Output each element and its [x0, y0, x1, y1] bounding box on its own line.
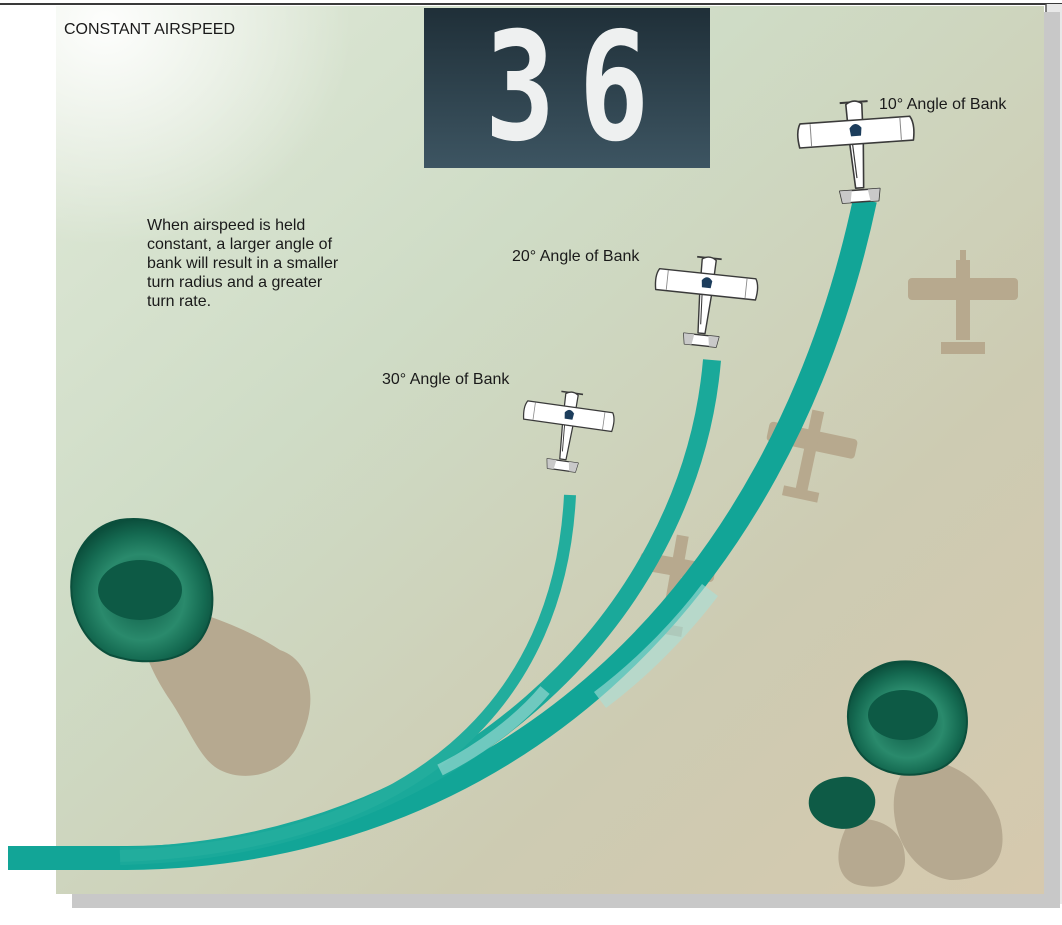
track-30deg: [119, 494, 576, 862]
aircraft-group: [522, 100, 915, 473]
tree-shadow-right: [893, 760, 1003, 880]
heading-display: 36: [484, 1, 673, 175]
track-highlight-b: [437, 686, 550, 776]
diagram-title: CONSTANT AIRSPEED: [64, 21, 235, 38]
bank-label-20: 20° Angle of Bank: [512, 248, 640, 265]
tree-icon: [70, 518, 214, 663]
description-text: When airspeed is held constant, a larger…: [147, 217, 339, 310]
track-highlight-a: [593, 583, 718, 708]
tree-shadow-small: [838, 819, 905, 887]
heading-display-panel: [424, 8, 710, 168]
bank-label-10: 10° Angle of Bank: [879, 96, 1007, 113]
airplane-icon: [522, 390, 615, 473]
tree-icon: [808, 776, 876, 829]
tree-icon: [847, 660, 968, 776]
airplane-icon: [654, 255, 759, 348]
bank-label-30: 30° Angle of Bank: [382, 371, 510, 388]
airplane-icon: [796, 100, 915, 204]
